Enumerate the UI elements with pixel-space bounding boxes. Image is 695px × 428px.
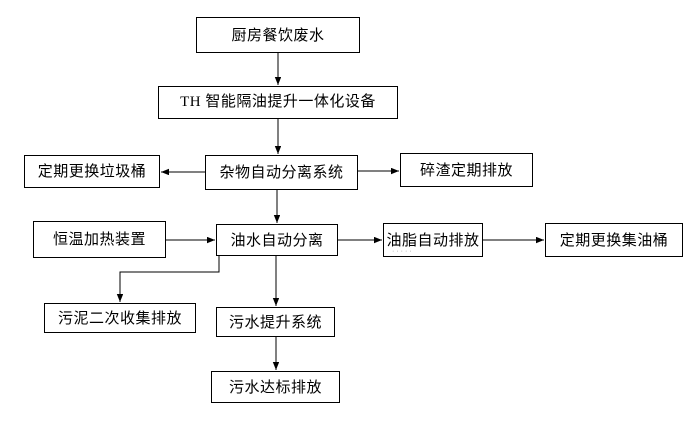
node-label-sewage-lifting-system: 污水提升系统 (228, 313, 322, 331)
node-label-constant-temp-heater: 恒温加热装置 (52, 231, 146, 248)
node-label-debris-auto-separation: 杂物自动分离系统 (219, 164, 344, 181)
node-sewage-lifting-system[interactable]: 污水提升系统 (216, 307, 335, 337)
node-label-slag-periodic-discharge: 碎渣定期排放 (419, 161, 513, 179)
edge-oilwater-to-sludge (116, 256, 220, 302)
compression-artifact-dots: ····· (392, 248, 414, 255)
node-replace-oil-drum[interactable]: 定期更换集油桶 (545, 223, 683, 257)
node-label-grease-auto-discharge: 油脂自动排放 (386, 231, 480, 249)
node-replace-trash-bin[interactable]: 定期更换垃圾桶 (24, 155, 160, 188)
node-label-replace-oil-drum: 定期更换集油桶 (559, 231, 669, 249)
node-sewage-standard-discharge[interactable]: 污水达标排放 (211, 371, 340, 403)
node-debris-auto-separation[interactable]: 杂物自动分离系统 (205, 155, 358, 190)
node-sludge-secondary-collection[interactable]: 污泥二次收集排放 (44, 303, 196, 333)
node-grease-auto-discharge[interactable]: 油脂自动排放 (383, 223, 483, 257)
node-label-oil-water-auto-separation: 油水自动分离 (230, 231, 324, 249)
node-constant-temp-heater[interactable]: 恒温加热装置 (33, 221, 166, 258)
node-label-sludge-secondary-collection: 污泥二次收集排放 (57, 309, 182, 327)
node-label-th-integrated-equipment: TH 智能隔油提升一体化设备 (180, 94, 376, 110)
node-label-sewage-standard-discharge: 污水达标排放 (228, 378, 322, 396)
node-oil-water-auto-separation[interactable]: 油水自动分离 (216, 224, 338, 256)
node-kitchen-wastewater[interactable]: 厨房餐饮废水 (196, 17, 360, 53)
node-label-replace-trash-bin: 定期更换垃圾桶 (37, 163, 147, 180)
node-slag-periodic-discharge[interactable]: 碎渣定期排放 (400, 153, 533, 187)
node-th-integrated-equipment[interactable]: TH 智能隔油提升一体化设备 (158, 86, 398, 119)
node-label-kitchen-wastewater: 厨房餐饮废水 (231, 26, 325, 44)
